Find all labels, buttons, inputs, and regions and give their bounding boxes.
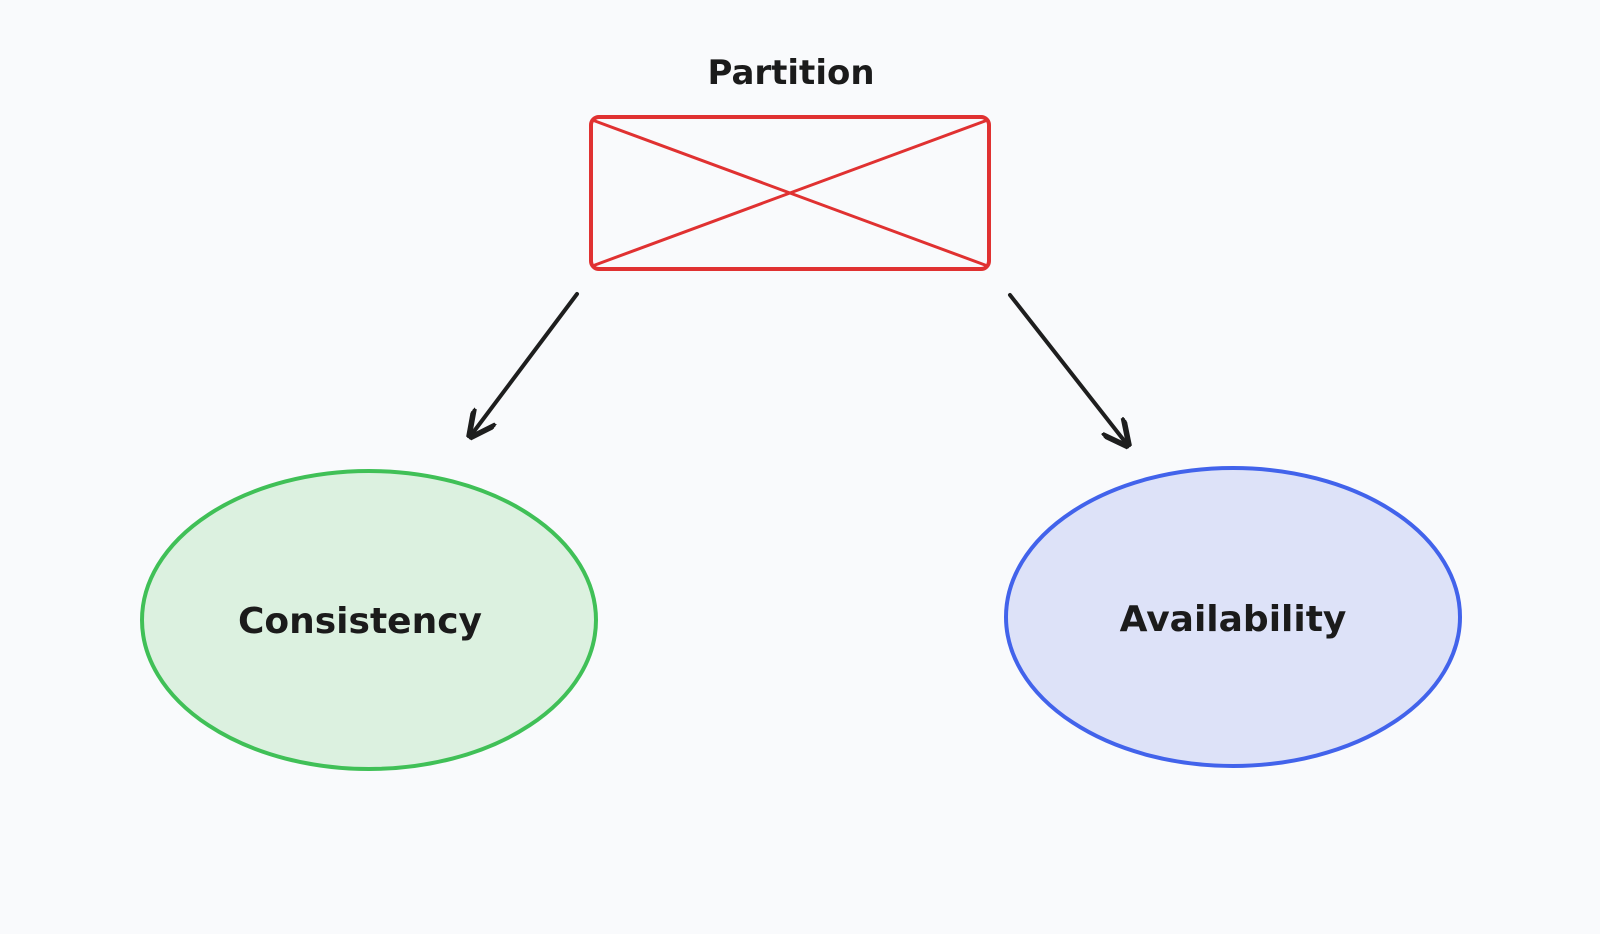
partition-rect: [589, 115, 991, 271]
consistency-node: Consistency: [140, 469, 598, 771]
arrow-to-availability: [1008, 293, 1126, 443]
arrow-to-consistency: [472, 292, 579, 434]
consistency-label: Consistency: [238, 601, 482, 642]
consistency-ellipse: [140, 469, 598, 771]
partition-box: [589, 115, 991, 271]
partition-cross-line-2: [593, 119, 987, 267]
availability-ellipse: [1004, 466, 1462, 768]
availability-label: Availability: [1120, 599, 1347, 640]
availability-node: Availability: [1004, 466, 1462, 768]
partition-label: Partition: [707, 53, 874, 93]
